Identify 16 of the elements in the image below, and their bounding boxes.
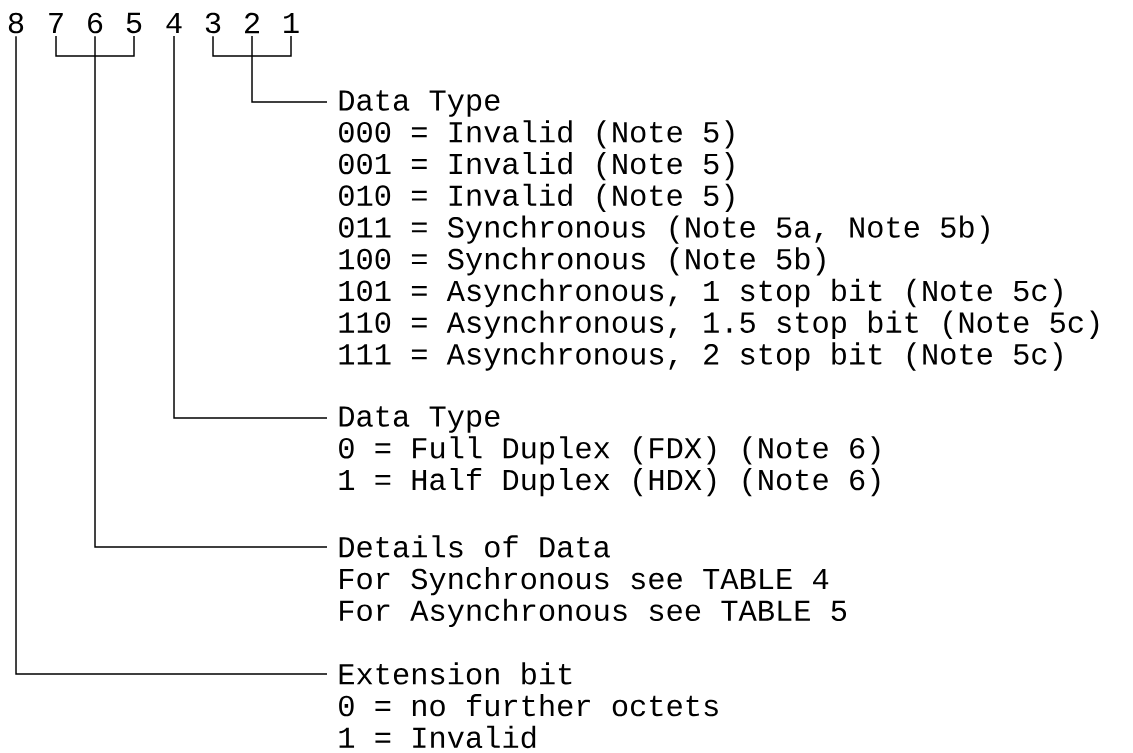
bracket-line	[55, 35, 328, 548]
bracket-line	[212, 35, 328, 103]
bit-number: 6	[88, 12, 103, 34]
bit-number: 7	[49, 13, 63, 33]
bit-number: 4	[166, 13, 182, 33]
field-description: Extension bit 0 = no further octets 1 = Invalid	[339, 662, 718, 749]
field-description: Data Type 0 = Full Duplex (FDX) (Note 6) 1 = Half Duplex (HDX) (Note 6)	[339, 406, 880, 497]
bit-number: 3	[205, 12, 221, 34]
field-description: Details of Data For Synchronous see TABLE 4 For Asynchronous see TABLE 5	[339, 535, 847, 628]
bit-number: 2	[245, 12, 259, 34]
field-description: Data Type 000 = Invalid (Note 5) 001 = Invalid (Note 5) 010 = Invalid (Note 5) 011 = Synchronous (Note 5a, Note 5b) 100 = Synchronous (Note 5b) 101 = Asynchronous, 1 stop bit (Note 5c) 110 = Asynchronous, 1.5 stop bit (Note 5c) 111 = Asynchronous, 2 stop bit (Note 5c)	[339, 90, 1099, 371]
bit-number: 1	[284, 13, 299, 33]
bit-number: 8	[8, 12, 24, 34]
bracket-line	[173, 35, 328, 419]
bracket-line	[15, 35, 328, 675]
bit-number: 5	[126, 12, 142, 34]
